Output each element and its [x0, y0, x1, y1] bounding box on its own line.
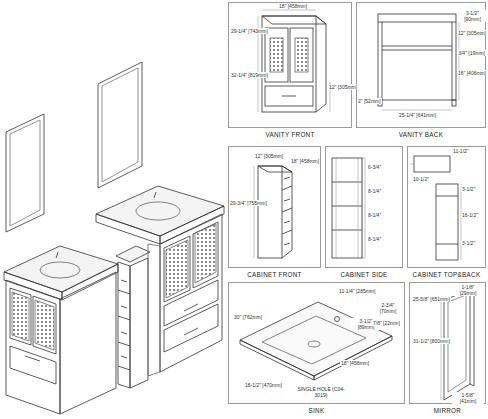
dimension-label: 2" [52mm]: [357, 98, 382, 104]
vanity-right: [96, 186, 224, 376]
dimension-label: 6-3/4": [367, 164, 382, 170]
dimension-label: 25-5/8" [651mm]: [412, 296, 451, 302]
panel-frame: [228, 2, 352, 128]
dimension-label: 29-1/4" [743mm]: [230, 28, 269, 34]
view-panel: CABINET SIDE: [325, 146, 403, 278]
dimension-label: 1-1/8" [29mm]: [452, 284, 484, 296]
dimension-label: 29-3/4" [755mm]: [229, 200, 268, 206]
dimension-label: 2-3/4" [70mm]: [372, 302, 404, 314]
vanity-front-drawing: [258, 10, 330, 112]
dimension-label: 8-1/4": [367, 236, 382, 242]
panel-frame: [407, 146, 486, 268]
panel-frame: [325, 146, 403, 268]
mirror-drawing: [441, 290, 474, 400]
dimension-label: 18" [458mm]: [340, 360, 370, 366]
panel-title: VANITY FRONT: [228, 131, 352, 138]
dimension-label: 8-1/4": [367, 188, 382, 194]
dimension-label: 31-1/2" [800mm]: [412, 338, 451, 344]
dimension-label: 16-1/2": [461, 212, 479, 218]
dimension-label: 3-1/2": [461, 240, 476, 246]
dimension-label: 12" [305mm]: [457, 30, 487, 36]
dimension-label: 12" [305mm]: [328, 84, 358, 90]
mirror-left: [6, 114, 44, 232]
dimension-label: 7/8" [22mm]: [372, 320, 401, 326]
vanity-left: [4, 246, 118, 414]
dimension-label: 3-1/2": [461, 186, 476, 192]
panel-title: CABINET SIDE: [325, 271, 403, 278]
panel-title: CABINET FRONT: [228, 271, 321, 278]
panel-frame: [228, 146, 321, 268]
dimension-label: 18" [458mm]: [290, 158, 320, 164]
panel-title: MIRROR: [409, 407, 486, 414]
dimension-label: 32-1/4" [819mm]: [230, 72, 269, 78]
dimension-label: 18-1/2" [470mm]: [244, 382, 283, 388]
dimension-label: 16" [406mm]: [457, 70, 487, 76]
dimension-label: 1-5/8" [41mm]: [452, 392, 484, 404]
dimension-label: SINGLE HOLE (C04-3019): [290, 386, 352, 398]
view-panel: VANITY FRONT: [228, 2, 352, 138]
dimension-label: 11-1/2": [452, 148, 470, 154]
cabinet-side-drawing: [332, 158, 365, 258]
vanity-back-drawing: [378, 14, 459, 110]
dimension-label: 3/4" [19mm]: [457, 50, 486, 56]
dimension-label: 18" [458mm]: [278, 3, 308, 9]
mirror-right: [98, 62, 142, 188]
dimension-label: 12" [305mm]: [254, 153, 284, 159]
dimension-label: 8-1/4": [367, 212, 382, 218]
cabinet-top-back-drawing: [410, 156, 461, 260]
dimension-label: 11-1/4" [285mm]: [338, 288, 376, 294]
panel-title: CABINET TOP&BACK: [407, 271, 486, 278]
dimension-label: 3-1/2" [90mm]: [457, 10, 488, 22]
panel-title: VANITY BACK: [356, 131, 486, 138]
side-cabinet: [116, 246, 150, 388]
view-panel: CABINET FRONT: [228, 146, 321, 278]
panel-title: SINK: [228, 407, 405, 414]
dimension-label: 10-1/2": [412, 176, 430, 182]
cabinet-front-drawing: [254, 166, 292, 258]
dimension-label: 30" [762mm]: [233, 314, 263, 320]
dimension-label: 25-1/4" [641mm]: [398, 112, 437, 118]
